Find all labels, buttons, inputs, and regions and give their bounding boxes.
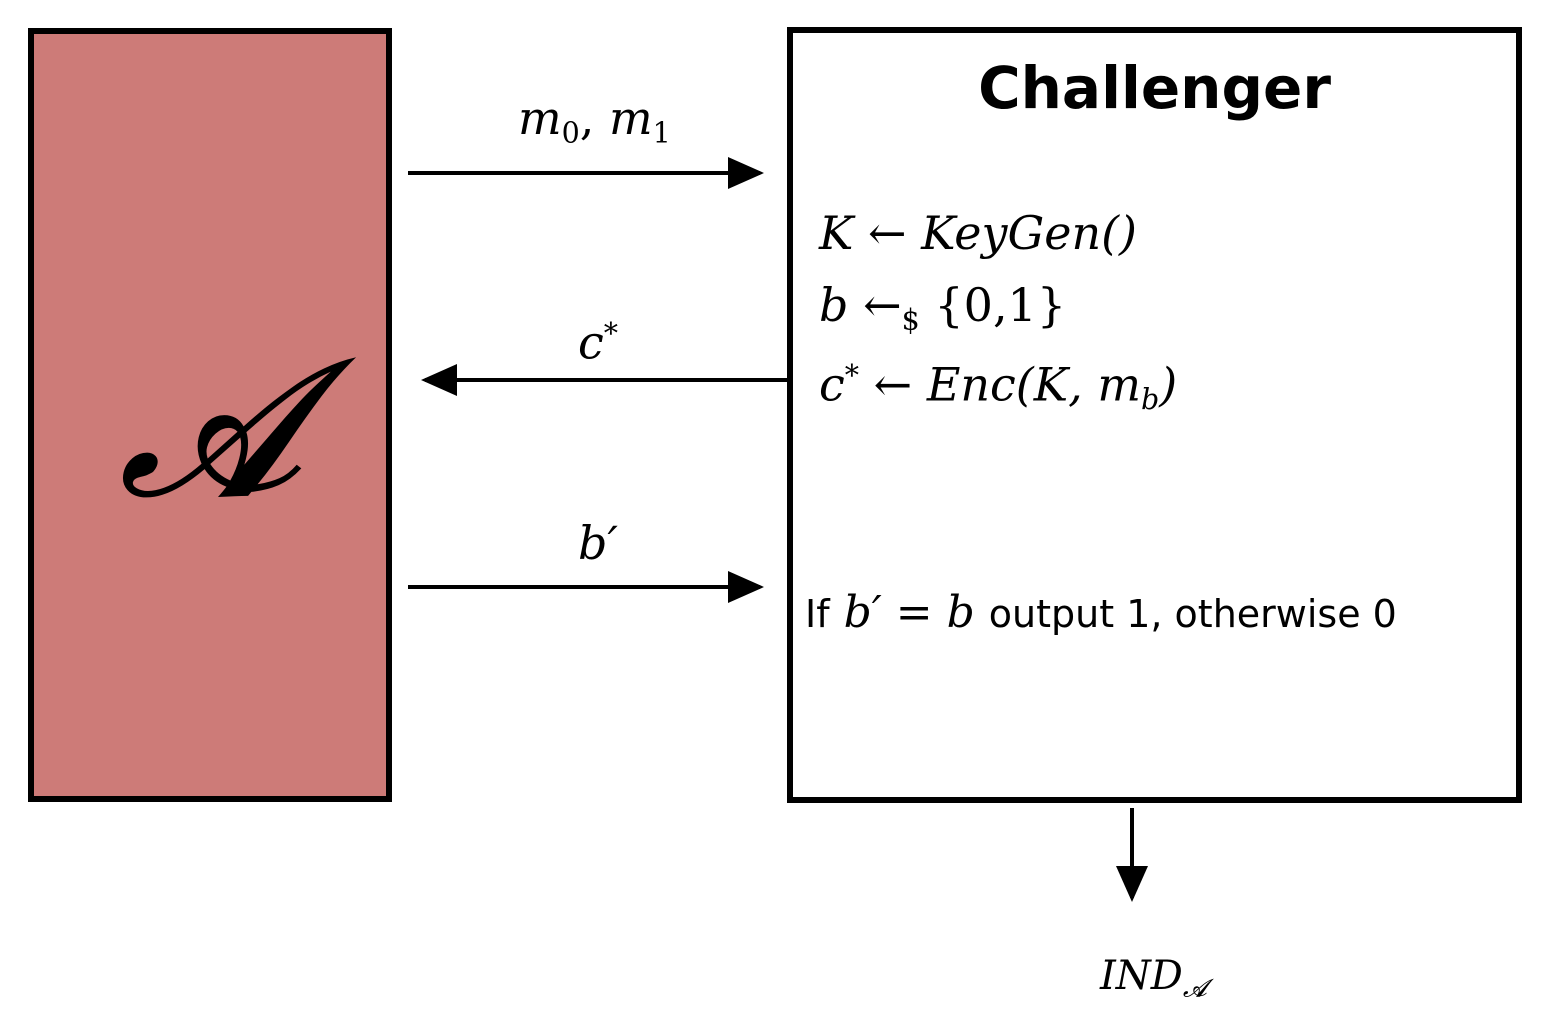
step-encrypt-rhs-sub: b — [1140, 383, 1160, 417]
step-choose-b: b ←$ {0,1} — [819, 277, 1066, 349]
label-ciphertext: c* — [578, 306, 618, 371]
label-messages: m0, m1 — [518, 90, 671, 162]
label-m0: m — [518, 91, 562, 145]
step-keygen: K ← KeyGen() — [819, 205, 1137, 261]
adversary-box: 𝓐 — [28, 28, 392, 802]
step-output: If b′ = b output 1, otherwise 0 — [805, 585, 1397, 642]
step-encrypt: c* ← Enc(K, mb) — [819, 348, 1177, 428]
step-choose-b-rhs: {0,1} — [934, 278, 1067, 332]
label-guess: b′ — [578, 516, 618, 570]
step-encrypt-lhs-sup: * — [844, 359, 860, 392]
step-encrypt-lhs: c — [819, 357, 845, 412]
adversary-symbol: 𝓐 — [118, 318, 302, 539]
label-m1-sub: 1 — [652, 116, 671, 150]
label-m1: m — [609, 91, 653, 145]
step-keygen-op: ← — [868, 206, 907, 260]
label-c-sup: * — [603, 317, 619, 350]
step-encrypt-op: ← — [873, 357, 913, 412]
output-condition-op: = — [895, 587, 933, 638]
label-c-base: c — [578, 315, 604, 370]
output-condition-lhs: b′ — [843, 587, 882, 638]
output-prefix: If — [805, 592, 830, 636]
label-result: IND𝓐 — [1100, 948, 1207, 1016]
label-m0-sub: 0 — [561, 116, 580, 150]
challenger-box: Challenger K ← KeyGen() b ←$ {0,1} c* ← … — [787, 27, 1522, 803]
step-keygen-rhs: KeyGen() — [921, 206, 1137, 260]
step-keygen-lhs: K — [819, 206, 854, 260]
label-m-sep: , — [579, 91, 595, 145]
label-result-base: IND — [1100, 953, 1183, 999]
step-encrypt-rhs-pre: Enc(K, m — [926, 357, 1141, 412]
step-choose-b-lhs: b — [819, 278, 849, 332]
step-encrypt-rhs-post: ) — [1159, 357, 1178, 412]
output-suffix: output 1, otherwise 0 — [988, 592, 1397, 636]
label-result-sub: 𝓐 — [1182, 973, 1207, 1003]
output-condition-rhs: b — [946, 587, 975, 638]
step-choose-b-op-sub: $ — [901, 303, 920, 337]
step-choose-b-op: ← — [863, 278, 902, 332]
challenger-title: Challenger — [978, 54, 1331, 122]
